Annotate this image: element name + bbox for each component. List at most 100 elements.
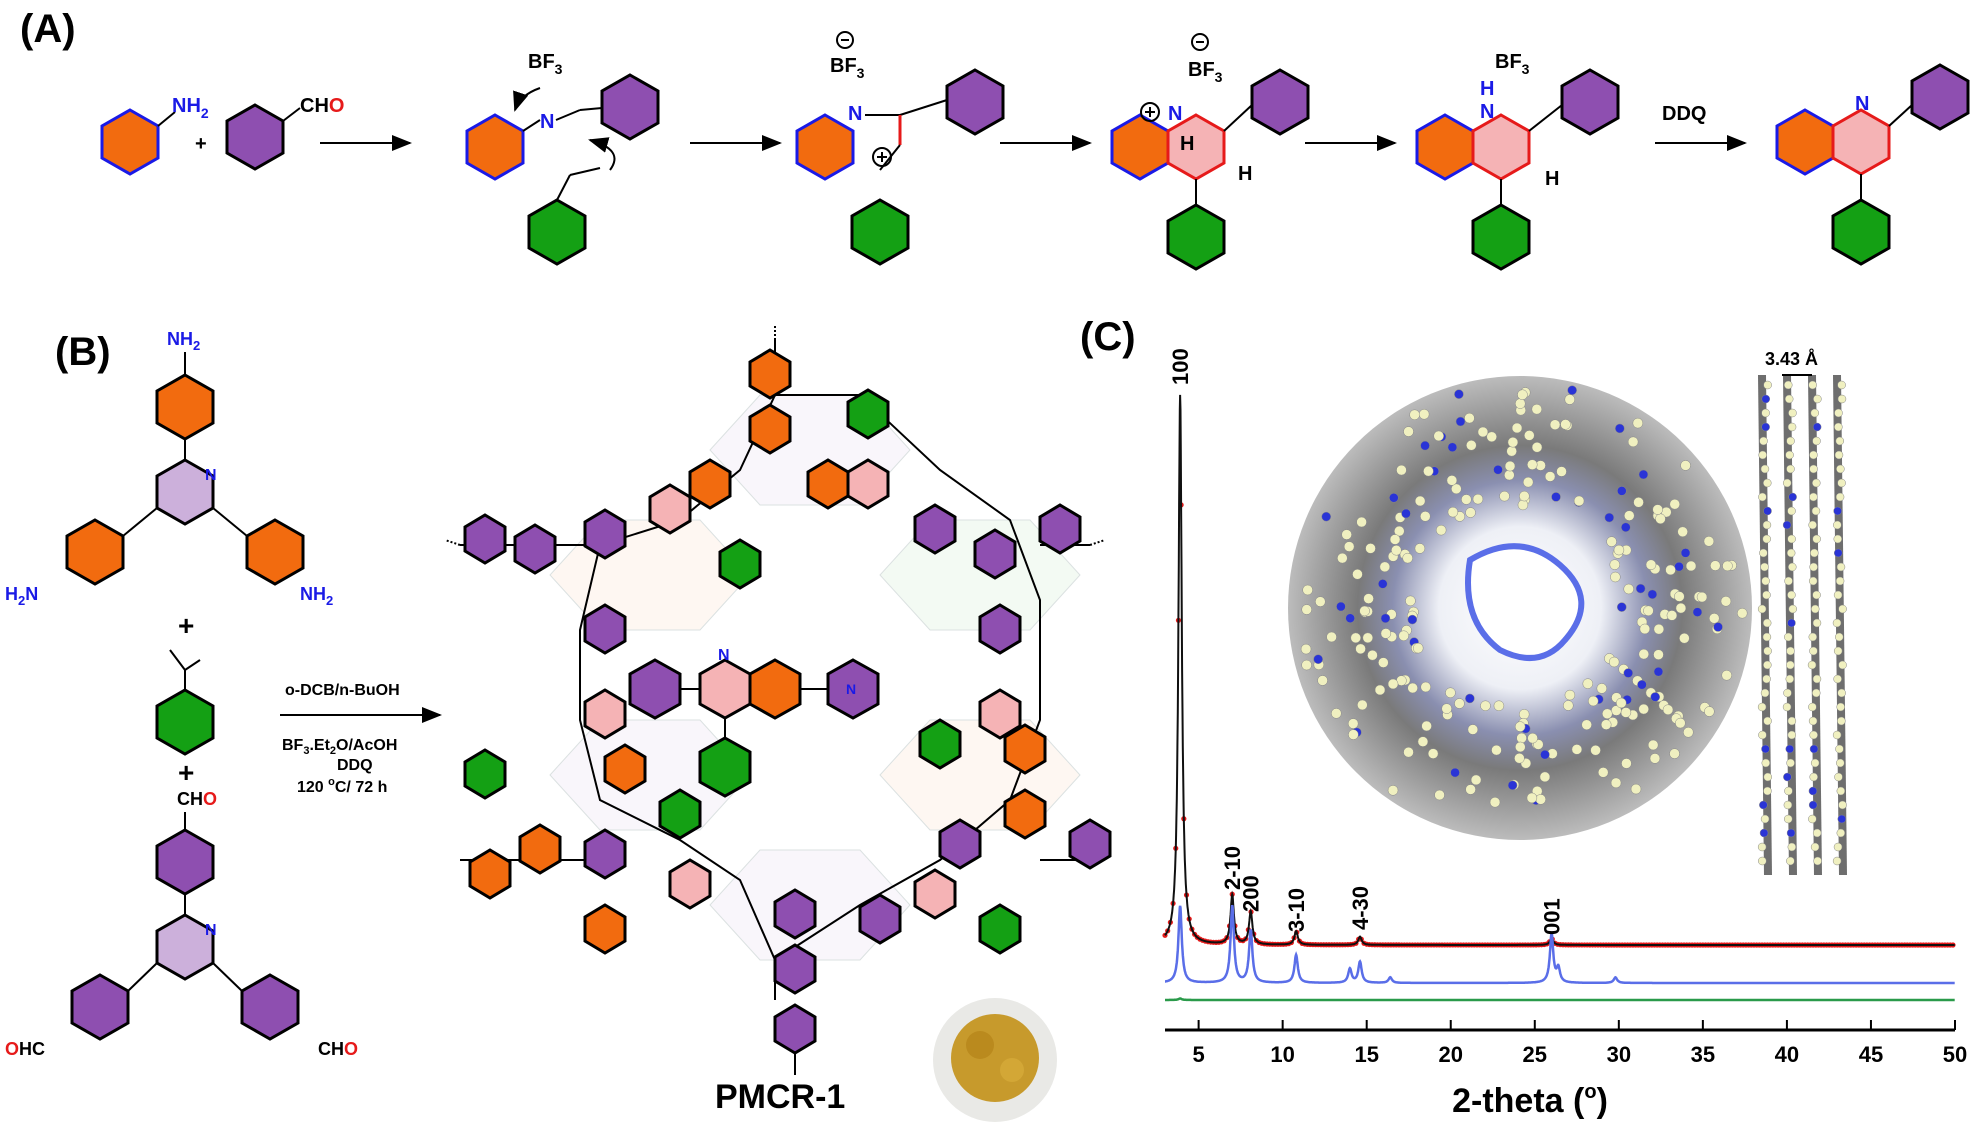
stack-atom xyxy=(1784,632,1793,642)
stack-atom xyxy=(1809,450,1818,460)
pore-atom xyxy=(1465,784,1476,795)
stack-atom xyxy=(1813,856,1822,866)
fw-orange-ring-ur xyxy=(1003,723,1047,775)
stack-atom xyxy=(1758,492,1767,502)
fw-orange-ring-ll-3 xyxy=(583,903,627,955)
tfpt-ring-right xyxy=(240,973,300,1041)
stack-atom xyxy=(1837,814,1847,824)
pore-atom xyxy=(1405,595,1416,607)
fw-purple-ring-ul-1 xyxy=(463,513,507,565)
stack-atom xyxy=(1786,548,1796,558)
reaction-scheme-b: NH2 N H2N NH2 + + CHO N OHC CHO o-DCB/n-… xyxy=(5,329,442,1059)
stack-atom xyxy=(1786,758,1795,768)
fw-pink-ring-ul xyxy=(583,688,627,740)
pore-atom xyxy=(1374,684,1386,696)
pore-atom xyxy=(1301,659,1312,671)
stack-atom xyxy=(1763,660,1772,670)
stack-atom xyxy=(1832,618,1842,628)
tapt-h2n-left: H2N xyxy=(5,584,38,608)
pore-atom xyxy=(1477,426,1489,438)
central-repeat-unit: N N xyxy=(628,647,880,798)
stack-atom xyxy=(1759,436,1768,446)
stack-atom xyxy=(1762,632,1772,642)
pore-atom xyxy=(1518,709,1530,720)
pore-atom xyxy=(1446,475,1458,486)
pore-atom xyxy=(1409,409,1420,421)
pore-atom xyxy=(1313,654,1323,664)
pore-atom xyxy=(1571,744,1583,755)
pore-atom xyxy=(1600,719,1612,730)
stack-atom xyxy=(1786,464,1795,474)
pore-atom xyxy=(1531,403,1543,415)
pore-atom xyxy=(1451,483,1462,495)
fw-green-ring-ur xyxy=(918,718,962,770)
pore-atom xyxy=(1337,552,1348,564)
interlayer-spacing-label: 3.43 Å xyxy=(1765,349,1818,369)
pore-atom xyxy=(1380,613,1391,624)
pore-atom xyxy=(1470,774,1482,786)
pore-atom xyxy=(1704,706,1715,717)
pore-atom xyxy=(1652,504,1663,515)
fw-pink-ring-lr xyxy=(913,868,957,920)
pore-atom xyxy=(1423,465,1434,477)
pore-atom xyxy=(1582,678,1594,689)
series-refined-line-line xyxy=(1164,394,1955,946)
stack-atom xyxy=(1763,380,1772,390)
pore-atom xyxy=(1669,498,1681,510)
cyclized-h-label-1: H xyxy=(1180,133,1194,155)
fw-orange-ring-top-1 xyxy=(748,348,792,400)
stack-atom xyxy=(1783,800,1793,810)
fw-green-ring-ll-2 xyxy=(658,788,702,840)
styrene-monomer-ring xyxy=(155,688,215,756)
bf3-label-3: BF3 xyxy=(1188,59,1223,85)
stack-atom xyxy=(1763,786,1772,796)
pore-atom xyxy=(1421,720,1432,732)
fw-triazine-ul xyxy=(513,523,557,575)
central-triazine xyxy=(826,658,880,720)
stack-atom xyxy=(1788,604,1797,614)
stack-atom xyxy=(1812,422,1822,432)
benzaldehyde-ring xyxy=(225,103,285,171)
pore-atom xyxy=(1647,589,1658,600)
tfpt-cho-right: CHO xyxy=(318,1039,358,1059)
pore-atom xyxy=(1465,507,1476,518)
pore-atom xyxy=(1604,512,1615,523)
pore-atom xyxy=(1620,707,1632,718)
x-tick-label: 40 xyxy=(1775,1042,1799,1067)
stack-atom xyxy=(1757,842,1767,852)
pore-atom xyxy=(1435,524,1447,536)
stack-atom xyxy=(1833,646,1843,656)
stack-atom xyxy=(1787,422,1797,432)
pore-atom xyxy=(1685,560,1697,572)
stack-atom xyxy=(1808,576,1818,586)
quinoline-product: N xyxy=(1775,63,1970,266)
central-pyridine-ring xyxy=(698,658,752,720)
pore-atom xyxy=(1343,541,1355,552)
pore-atom xyxy=(1680,460,1691,471)
pore-atom xyxy=(1300,643,1312,655)
pore-atom xyxy=(1590,745,1601,756)
central-n-label: N xyxy=(718,647,730,664)
stack-atom xyxy=(1761,408,1770,418)
stack-atom xyxy=(1833,590,1843,600)
pore-atom xyxy=(1722,560,1733,572)
pore-atom xyxy=(1507,780,1518,791)
condition-solvent: o-DCB/n-BuOH xyxy=(285,682,400,699)
tapt-triazine xyxy=(155,458,215,526)
stack-atom xyxy=(1809,646,1818,656)
stack-atom xyxy=(1837,394,1847,404)
peak-label: 2-10 xyxy=(1220,846,1245,890)
panel-label-a: (A) xyxy=(20,7,76,51)
pore-atom xyxy=(1633,497,1644,508)
fw-orange-ring-ll-2 xyxy=(468,848,512,900)
pore-atom xyxy=(1420,681,1431,693)
stack-atom xyxy=(1809,562,1818,572)
pore-atom xyxy=(1720,596,1732,607)
stack-atom xyxy=(1807,660,1817,670)
pore-atom xyxy=(1466,440,1477,451)
pore-atom xyxy=(1638,648,1650,660)
stack-atom xyxy=(1785,744,1795,754)
pore-atom xyxy=(1617,602,1627,612)
stack-atom xyxy=(1834,632,1844,642)
bf3-label-1: BF3 xyxy=(528,51,563,77)
